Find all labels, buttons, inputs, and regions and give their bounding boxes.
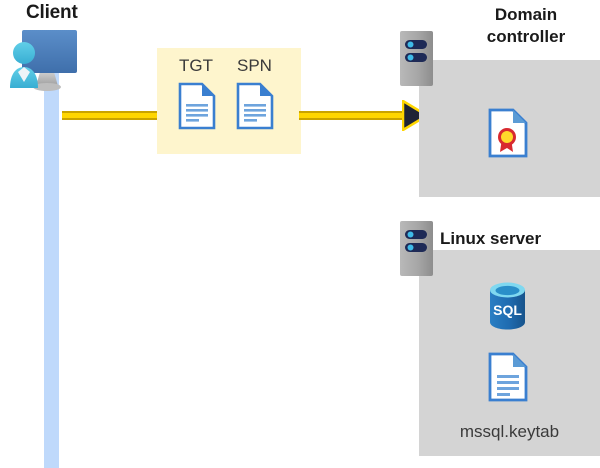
spn-document-icon bbox=[235, 82, 275, 130]
arrow-segment-right bbox=[299, 111, 409, 120]
domain-controller-server-icon bbox=[400, 31, 433, 86]
certificate-document-icon bbox=[487, 108, 529, 158]
arrow-head-icon bbox=[402, 100, 428, 131]
tgt-label: TGT bbox=[179, 56, 213, 75]
client-label: Client bbox=[26, 2, 78, 23]
token-highlight-box: TGT SPN bbox=[157, 48, 301, 154]
client-lifeline bbox=[44, 70, 59, 468]
spn-label: SPN bbox=[237, 56, 272, 75]
keytab-file-label: mssql.keytab bbox=[459, 422, 560, 441]
domain-controller-title: Domain controller bbox=[452, 4, 600, 48]
domain-controller-title-line-1: Domain bbox=[494, 5, 558, 24]
domain-controller-title-line-2: controller bbox=[486, 27, 566, 46]
linux-server-title-line-1: Linux server bbox=[440, 229, 542, 248]
sql-database-label: SQL bbox=[493, 302, 522, 318]
keytab-document-icon bbox=[487, 352, 529, 402]
sql-database-icon: SQL bbox=[485, 281, 530, 331]
tgt-document-icon bbox=[177, 82, 217, 130]
linux-server-title: Linux server bbox=[440, 228, 600, 250]
arrow-segment-left bbox=[62, 111, 158, 120]
linux-server-server-icon bbox=[400, 221, 433, 276]
user-at-monitor-icon bbox=[4, 26, 94, 104]
